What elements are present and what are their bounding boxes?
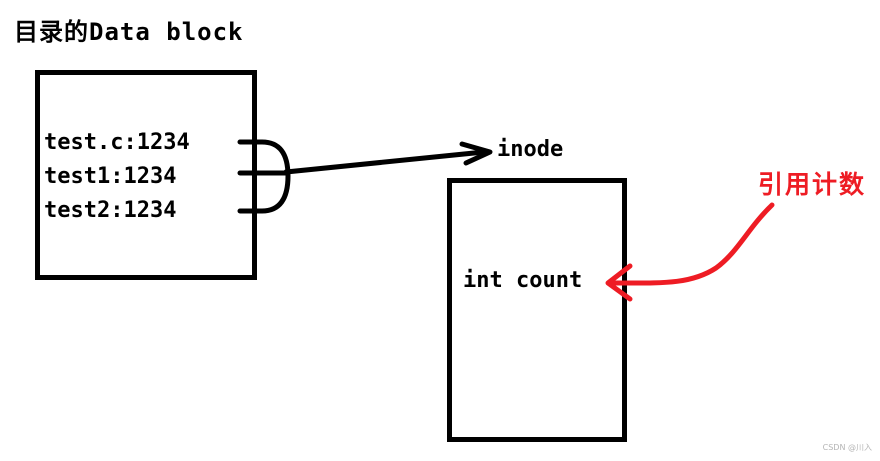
- watermark: CSDN @川入: [822, 443, 872, 452]
- pointer-to-inode-line: [283, 149, 487, 175]
- directory-entry-test-c: test.c:1234: [44, 130, 190, 155]
- directory-entry-test1: test1:1234: [44, 164, 177, 189]
- pointer-to-inode-arrowhead: [459, 141, 493, 166]
- diagram-title: 目录的Data block: [14, 18, 244, 46]
- inode-field-count: int count: [463, 268, 583, 293]
- inode-box: [447, 178, 627, 442]
- reference-count-arrow-line: [609, 202, 775, 286]
- reference-count-annotation: 引用计数: [758, 170, 867, 199]
- directory-entry-test2: test2:1234: [44, 198, 177, 223]
- inode-label: inode: [497, 137, 564, 162]
